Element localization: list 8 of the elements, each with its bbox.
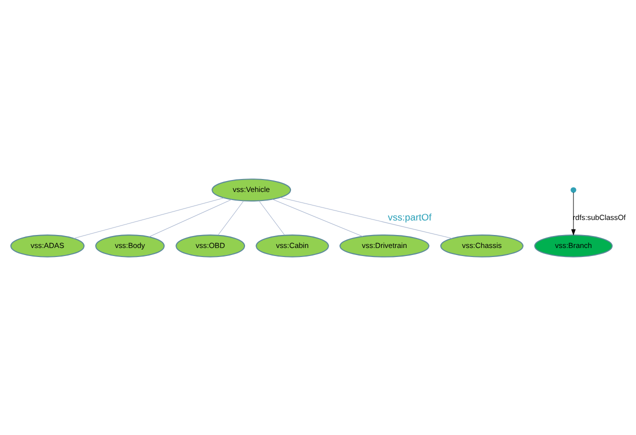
arrow <box>571 192 576 236</box>
edge-label: vss:partOf <box>388 212 432 223</box>
connector <box>258 200 285 235</box>
connector <box>74 197 224 238</box>
connector <box>148 198 232 237</box>
connector <box>272 198 363 236</box>
connector <box>280 196 452 238</box>
connector <box>218 200 244 235</box>
